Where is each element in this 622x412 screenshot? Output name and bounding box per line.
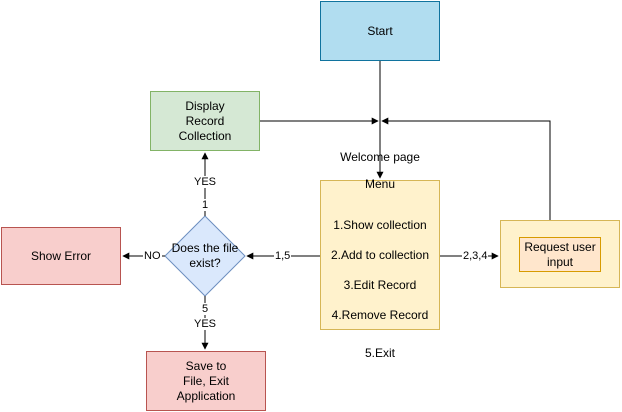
menu-item-edit: 3.Edit Record bbox=[343, 277, 417, 292]
welcome-menu-node[interactable]: Welcome page Menu 1.Show collection 2.Ad… bbox=[320, 150, 440, 360]
edge-label-two-three-four: 2,3,4 bbox=[462, 250, 489, 262]
edge-label-no: NO bbox=[143, 250, 162, 262]
menu-item-exit: 5.Exit bbox=[364, 345, 395, 360]
menu-item-add: 2.Add to collection bbox=[330, 247, 430, 262]
menu-item-remove: 4.Remove Record bbox=[331, 307, 429, 322]
error-label: Show Error bbox=[30, 248, 92, 263]
edge-label-one-five: 1,5 bbox=[274, 250, 292, 262]
edge-label-yes-top: YES bbox=[193, 176, 218, 188]
menu-items: 1.Show collection 2.Add to collection 3.… bbox=[331, 203, 429, 338]
edge-label-one: 1 bbox=[201, 199, 210, 211]
menu-item-show: 1.Show collection bbox=[333, 217, 427, 232]
edge-label-yes-bottom: YES bbox=[193, 318, 218, 330]
show-error-node[interactable]: Show Error bbox=[1, 227, 121, 285]
request-label: Request user input bbox=[524, 239, 596, 269]
edge-request-to-flow bbox=[381, 117, 551, 220]
start-node[interactable]: Start bbox=[320, 1, 440, 61]
request-user-input-node[interactable]: Request user input bbox=[519, 237, 601, 272]
welcome-title: Welcome page bbox=[340, 149, 420, 164]
save-label: Save to File, Exit Application bbox=[176, 358, 236, 403]
menu-label: Menu bbox=[364, 176, 396, 191]
start-label: Start bbox=[367, 23, 393, 38]
display-record-collection-node[interactable]: Display Record Collection bbox=[150, 91, 260, 151]
decision-label: Does the file exist? bbox=[171, 241, 239, 270]
save-exit-node[interactable]: Save to File, Exit Application bbox=[146, 351, 266, 411]
display-label: Display Record Collection bbox=[178, 98, 232, 143]
edge-label-five: 5 bbox=[201, 303, 210, 315]
